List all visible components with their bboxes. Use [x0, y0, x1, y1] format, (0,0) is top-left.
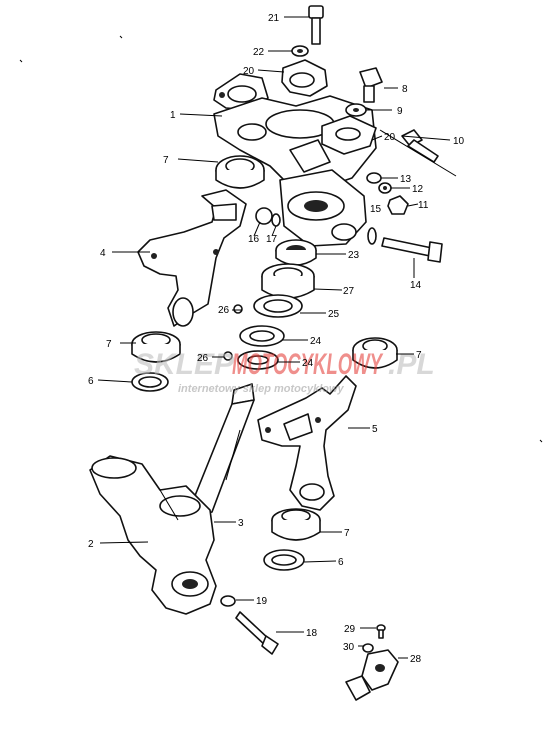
callout-11: 11	[418, 200, 429, 211]
callout-4: 4	[100, 248, 106, 259]
part-steering-stem-nut-23	[275, 239, 317, 266]
callout-19: 19	[256, 596, 268, 607]
callout-7-lower: 7	[344, 528, 350, 539]
part-bolt-14	[381, 237, 443, 263]
callout-24-upper: 24	[310, 336, 322, 347]
callout-8: 8	[402, 84, 408, 95]
part-bolt-21	[308, 5, 324, 45]
part-steering-stem-shaft	[185, 383, 255, 519]
callout-6-left: 6	[88, 376, 94, 387]
part-collar-6-lower	[263, 549, 305, 571]
part-steering-stem-upper-bracket	[213, 95, 377, 191]
callout-3: 3	[238, 518, 244, 529]
callout-23: 23	[348, 250, 360, 261]
callout-17: 17	[266, 234, 278, 245]
part-grommet-16	[255, 207, 273, 225]
part-race-24-lower	[237, 350, 279, 370]
callout-10: 10	[453, 136, 465, 147]
callout-2: 2	[88, 539, 94, 550]
callout-25: 25	[328, 309, 340, 320]
part-collar-17	[271, 213, 281, 227]
part-bolt-8	[359, 67, 383, 103]
callout-21-top: 21	[268, 13, 280, 24]
part-grommet-7-left	[131, 331, 181, 363]
part-grommet-7-right	[352, 337, 398, 369]
part-grommet-7-lower	[271, 508, 321, 541]
callout-24-lower: 24	[302, 358, 314, 369]
part-handlebar-holder-right	[321, 115, 377, 155]
part-headlight-bracket-5	[257, 375, 357, 511]
callout-1: 1	[170, 110, 176, 121]
callout-7-upper: 7	[163, 155, 169, 166]
part-grommet-7-upper	[215, 155, 265, 189]
part-ball-26-lower	[223, 351, 233, 361]
callout-14: 14	[410, 280, 422, 291]
callout-26-lower: 26	[197, 353, 209, 364]
callout-30: 30	[343, 642, 355, 653]
part-washer-30	[362, 643, 374, 653]
part-handlebar-clamp-upper	[281, 59, 328, 97]
watermark-tagline: internetowy sklep motocyklowy	[178, 383, 345, 395]
callout-29: 29	[344, 624, 356, 635]
callout-18: 18	[306, 628, 318, 639]
part-washer-22	[291, 45, 309, 57]
callout-20-top: 20	[243, 66, 255, 77]
watermark: SKLEP MOTOCYKLOWY .PL internetowy sklep …	[134, 348, 435, 395]
part-collar-6-left	[131, 372, 169, 392]
part-screw-29	[376, 624, 386, 639]
callout-numbers: 21 22 20 8 9 1 20 10 7 13 12 11 15 16 17…	[88, 13, 465, 665]
part-washer-19	[220, 595, 236, 607]
callout-22: 22	[253, 47, 265, 58]
callout-13: 13	[400, 174, 412, 185]
callout-15: 15	[370, 204, 382, 215]
callout-20-right: 20	[384, 132, 396, 143]
part-upper-bracket-lower-section	[279, 169, 367, 247]
part-washer-9	[345, 103, 367, 117]
callout-28: 28	[410, 654, 422, 665]
part-washer-15	[367, 227, 377, 245]
part-race-24-upper	[239, 325, 285, 347]
part-bolt-10	[401, 129, 439, 163]
leader-lines	[97, 16, 457, 659]
callout-9: 9	[397, 106, 403, 117]
callout-27: 27	[343, 286, 355, 297]
part-nut-11	[387, 195, 409, 215]
callout-12: 12	[412, 184, 424, 195]
part-bolt-18	[235, 611, 279, 655]
watermark-brand-part1: SKLEP	[134, 348, 235, 381]
part-ball-26-upper	[233, 304, 243, 314]
part-headlight-bracket-4	[137, 189, 247, 327]
part-nut-12	[378, 182, 392, 194]
callout-5: 5	[372, 424, 378, 435]
part-bearing-race-25	[253, 294, 303, 318]
callout-7-left: 7	[106, 339, 112, 350]
part-washer-13	[366, 172, 382, 184]
part-dust-seal-27	[261, 263, 315, 299]
part-fitting-28	[345, 649, 399, 701]
part-steering-stem-lower-bracket	[89, 455, 217, 615]
watermark-brand-suffix: .PL	[388, 348, 435, 381]
callout-6-lower: 6	[338, 557, 344, 568]
watermark-brand-part2: MOTOCYKLOWY	[232, 348, 384, 381]
callout-16: 16	[248, 234, 260, 245]
callout-26-upper: 26	[218, 305, 230, 316]
callout-7-right: 7	[416, 350, 422, 361]
